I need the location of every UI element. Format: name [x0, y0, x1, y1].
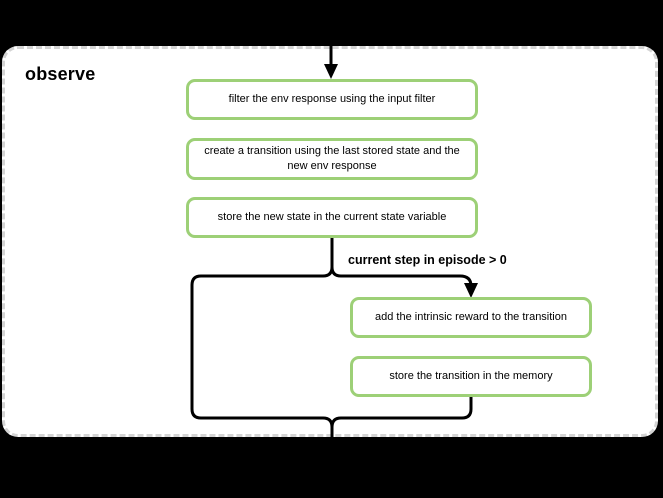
node-label: store the new state in the current state… [217, 211, 447, 224]
node-label: add the intrinsic reward to the transiti… [375, 311, 567, 324]
node-label: store the transition in the memory [389, 370, 553, 383]
node-filter-env-response: filter the env response using the input … [186, 79, 478, 120]
node-label: filter the env response using the input … [228, 93, 436, 106]
node-store-transition-memory: store the transition in the memory [350, 356, 592, 397]
node-label: create a transition using the last store… [204, 145, 460, 172]
group-label-observe: observe [25, 64, 96, 84]
branch-condition-label: current step in episode > 0 [348, 253, 507, 267]
node-create-transition: create a transition using the last store… [186, 138, 478, 180]
node-store-new-state: store the new state in the current state… [186, 197, 478, 238]
node-add-intrinsic-reward: add the intrinsic reward to the transiti… [350, 297, 592, 338]
